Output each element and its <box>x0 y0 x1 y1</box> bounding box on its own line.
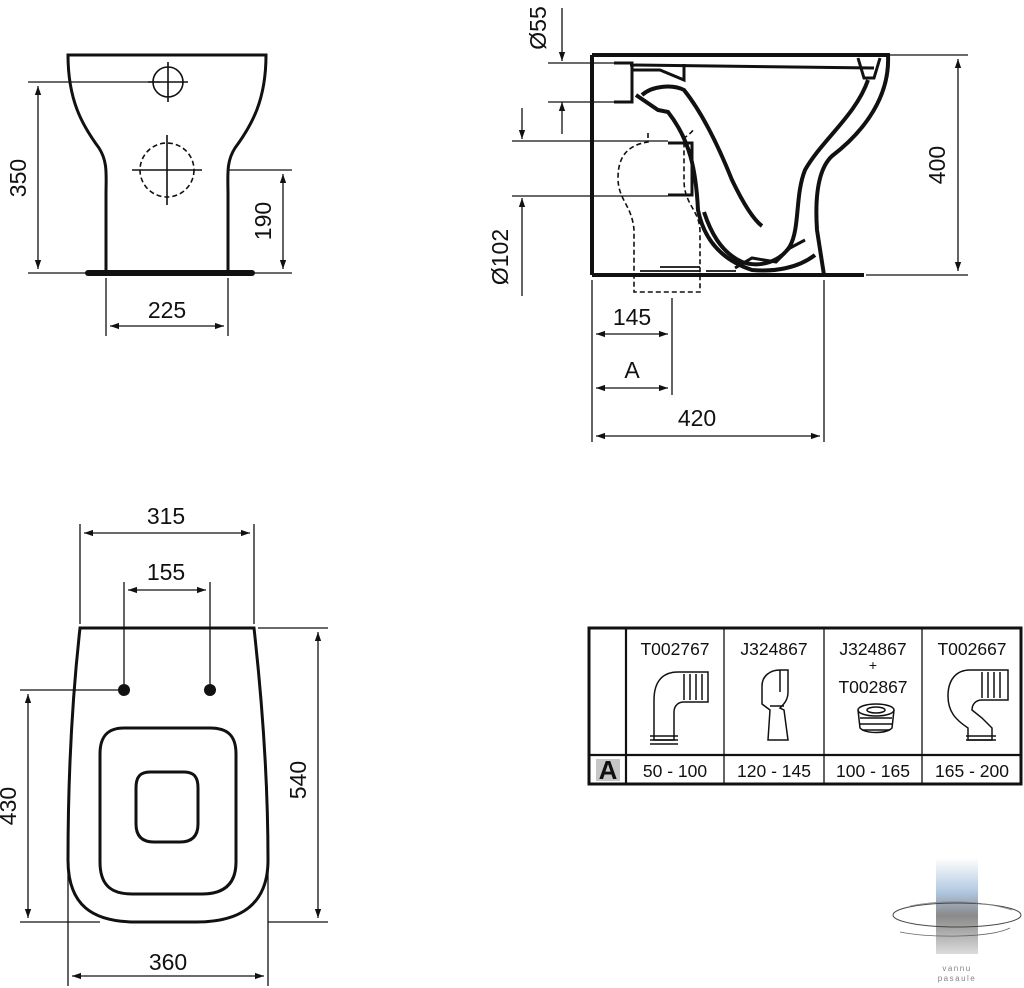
table-col1-code: T002767 <box>640 639 709 659</box>
rim-line <box>629 63 875 70</box>
elbow-pan-connector-icon <box>650 671 709 745</box>
table-col3-code2: T002867 <box>838 677 907 697</box>
seat-inner <box>134 770 200 844</box>
offset-pan-connector-icon <box>761 669 789 741</box>
floor-pipe-dashed <box>617 127 701 293</box>
dim-fixing-depth: 430 <box>0 787 21 825</box>
watermark-column <box>936 858 978 954</box>
dim-connector-offset: A <box>624 357 640 383</box>
long-elbow-pan-connector-icon <box>947 669 1009 741</box>
front-view-dimensions <box>28 81 292 336</box>
dim-height-total: 350 <box>5 159 31 197</box>
table-col3-plus: + <box>869 657 877 673</box>
fixing-hole-right <box>204 684 216 696</box>
table-col2-code: J324867 <box>740 639 807 659</box>
table-col4-range: 165 - 200 <box>935 761 1009 781</box>
bowl-front-inner <box>640 84 764 228</box>
floor-bolts <box>640 266 736 272</box>
dim-foot-width: 225 <box>148 297 186 323</box>
dim-height-outlet: 190 <box>250 202 276 240</box>
dim-fixing-distance: 155 <box>147 559 185 585</box>
top-view <box>66 626 270 924</box>
rim-edge <box>856 57 882 80</box>
dim-inlet-diameter: Ø55 <box>525 6 551 49</box>
dim-length: 540 <box>285 761 311 799</box>
dim-width-top: 315 <box>147 503 185 529</box>
fixing-hole-left <box>118 684 130 696</box>
top-view-outline <box>66 626 270 924</box>
watermark-logo: vannu pasaule <box>892 858 1022 983</box>
trap-outer <box>634 93 817 273</box>
table-col1-range: 50 - 100 <box>643 761 707 781</box>
trap-base <box>734 238 806 270</box>
watermark-text-2: pasaule <box>938 974 977 983</box>
pan-connector-with-seal-icon <box>857 703 895 734</box>
inlet-block <box>614 61 634 104</box>
outlet-circle <box>132 135 202 205</box>
dim-outlet-diameter: Ø102 <box>487 229 513 285</box>
side-outer-shell <box>592 53 891 276</box>
dim-height: 400 <box>924 146 950 184</box>
side-view <box>590 53 891 293</box>
top-view-dimensions <box>20 524 328 986</box>
table-col3-range: 100 - 165 <box>836 761 910 781</box>
inlet-lip <box>632 64 686 83</box>
watermark-text-1: vannu <box>942 964 971 973</box>
side-view-dimensions <box>512 8 968 442</box>
table-col2-range: 120 - 145 <box>737 761 811 781</box>
seat-outer <box>98 726 238 896</box>
dim-width-bottom: 360 <box>149 949 187 975</box>
table-col4-code: T002667 <box>937 639 1006 659</box>
dim-outlet-offset: 145 <box>613 304 651 330</box>
table-row-header: A <box>599 755 618 785</box>
bowl-inner-outer <box>702 79 870 267</box>
front-view <box>66 53 268 276</box>
connector-table: A T002767 50 - 100 J324867 120 - 145 J32… <box>587 626 1023 786</box>
outlet-spigot <box>668 141 694 197</box>
table-col3-code: J324867 <box>839 639 906 659</box>
dim-depth: 420 <box>678 405 716 431</box>
